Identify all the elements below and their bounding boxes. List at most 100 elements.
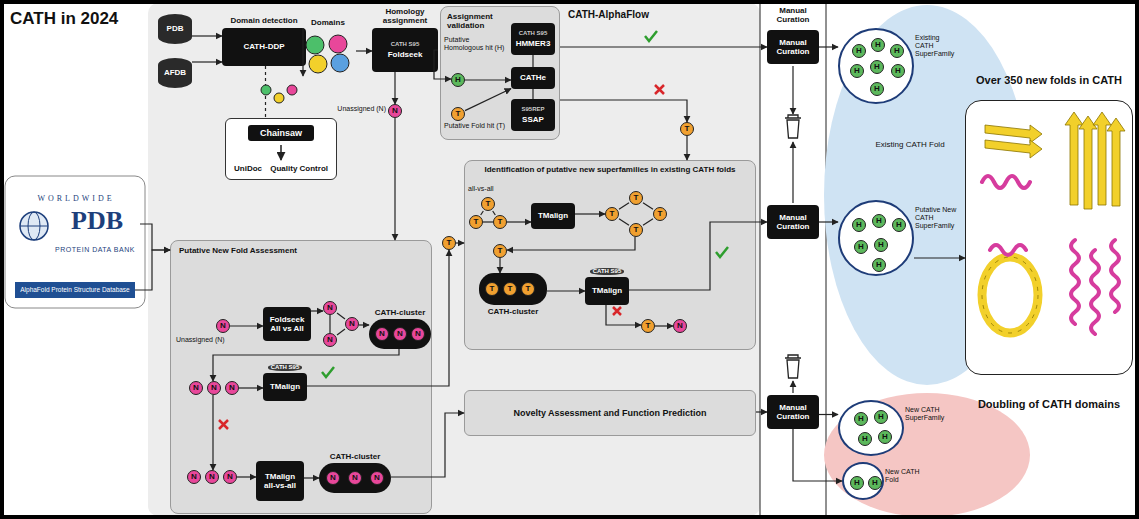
connector-arrow bbox=[391, 413, 464, 477]
fold-hit-circle: T bbox=[521, 282, 535, 296]
homolog-circle: H bbox=[892, 218, 906, 232]
homolog-circle: H bbox=[868, 476, 882, 490]
connector-arrow bbox=[456, 242, 464, 243]
database-cylinder: PDB bbox=[158, 14, 192, 44]
node-text: H bbox=[876, 216, 882, 225]
cross-mark bbox=[655, 85, 664, 94]
helix bbox=[990, 245, 1026, 255]
node-text: T bbox=[685, 124, 690, 133]
connector-arrow bbox=[359, 324, 369, 325]
connector-arrow bbox=[819, 414, 838, 415]
connector-arrow bbox=[643, 219, 653, 226]
node-text: New CATH Fold bbox=[885, 468, 929, 484]
connector-arrow bbox=[329, 315, 330, 333]
connector-arrow bbox=[619, 203, 629, 210]
homolog-circle: H bbox=[850, 476, 864, 490]
node-text: CATH S95 bbox=[268, 364, 302, 371]
node-text: N bbox=[191, 472, 197, 481]
fold-hit-circle: T bbox=[605, 207, 619, 221]
node-text: Doubling of CATH domains bbox=[958, 398, 1139, 411]
check-mark bbox=[645, 31, 657, 41]
trash-icon bbox=[785, 115, 801, 138]
unassigned-circle: N bbox=[205, 470, 219, 484]
cluster-pill: CATH-clusterNNN bbox=[319, 463, 391, 493]
process-box: Domain detectionCATH-DDP bbox=[222, 28, 306, 66]
node-text: H bbox=[875, 40, 881, 49]
barrel-edge bbox=[982, 257, 1038, 333]
domain-dot bbox=[261, 85, 271, 95]
cross-mark bbox=[219, 420, 228, 429]
node-text: Foldseek bbox=[388, 50, 423, 59]
fold-hit-circle: T bbox=[680, 122, 694, 136]
connector-arrow bbox=[793, 429, 842, 481]
fold-hit-circle: T bbox=[481, 197, 495, 211]
node-text: CATHe bbox=[520, 73, 546, 82]
homolog-circle: H bbox=[874, 410, 888, 424]
cluster-pill: CATH-clusterTTT bbox=[479, 273, 547, 305]
domain-dot bbox=[306, 36, 324, 54]
unassigned-circle: N bbox=[225, 381, 239, 395]
connector-arrow bbox=[655, 325, 673, 326]
connector-arrow bbox=[629, 222, 767, 290]
node-text: T bbox=[610, 209, 615, 218]
database-cylinder: AFDB bbox=[158, 58, 192, 88]
node-text: N bbox=[193, 383, 199, 392]
domain-dot bbox=[309, 55, 327, 73]
connector-arrow bbox=[239, 387, 263, 388]
domain-dot bbox=[287, 85, 297, 95]
logo-bar: AlphaFold Protein Structure Database bbox=[15, 282, 135, 298]
node-text: Existing CATH SuperFamily bbox=[915, 34, 959, 58]
unassigned-circle: N bbox=[411, 327, 425, 341]
fold-hit-circle: T bbox=[451, 107, 465, 121]
process-box: CATH S95HMMER3 bbox=[511, 23, 555, 55]
node-text: H bbox=[854, 478, 860, 487]
node-text: WORLDWIDE bbox=[12, 194, 140, 203]
fold-hit-circle: T bbox=[493, 215, 507, 229]
node-text: Assignment validation bbox=[447, 12, 509, 30]
connector-arrow bbox=[192, 61, 222, 62]
check-mark bbox=[716, 247, 728, 257]
node-text: UniDoc bbox=[234, 164, 262, 173]
unassigned-circle: N bbox=[323, 333, 337, 347]
workflow-ground bbox=[148, 3, 760, 516]
node-text: H bbox=[895, 66, 901, 75]
superfamily-circle: Existing CATH SuperFamilyHHHHHHH bbox=[838, 28, 914, 104]
node-text: T bbox=[646, 321, 651, 330]
new-fold-region bbox=[824, 393, 1030, 517]
node-text: Manual Curation bbox=[769, 403, 817, 421]
group-panel: Putative New Fold AssessmentNFoldseek Al… bbox=[170, 240, 432, 514]
label-text: Existing CATH Fold bbox=[868, 140, 952, 149]
diagram-title: CATH in 2024 bbox=[10, 9, 118, 29]
unassigned-circle: N bbox=[673, 319, 687, 333]
trash-bins bbox=[785, 66, 801, 393]
connector-arrow bbox=[213, 349, 399, 381]
node-text: PDB bbox=[167, 24, 184, 33]
node-text: Homology assignment bbox=[364, 7, 446, 25]
node-text: N bbox=[677, 321, 683, 330]
connector-arrow bbox=[619, 219, 629, 226]
node-text: T bbox=[474, 217, 479, 226]
node-text: H bbox=[858, 242, 864, 251]
node-text: TMalign bbox=[592, 286, 622, 295]
node-text: TMalign bbox=[265, 472, 295, 481]
node-text: N bbox=[392, 106, 398, 115]
pdb-logo: WORLDWIDEPDBPROTEIN DATA BANK bbox=[12, 190, 140, 258]
homolog-circle: H bbox=[854, 240, 868, 254]
node-text: Putative New CATH SuperFamily bbox=[915, 206, 959, 230]
label-text: CATH-AlphaFlow bbox=[568, 9, 658, 21]
connector-arrow bbox=[135, 250, 170, 290]
connector-arrow bbox=[560, 100, 687, 122]
node-text: N bbox=[374, 473, 380, 482]
check-mark bbox=[322, 367, 334, 377]
homolog-circle: H bbox=[858, 432, 872, 446]
node-text: HMMER3 bbox=[516, 39, 551, 48]
process-box: TMalignall-vs-all bbox=[256, 461, 304, 501]
check-marks bbox=[322, 31, 728, 377]
connector-arrow bbox=[307, 250, 449, 386]
cross-mark bbox=[613, 307, 621, 315]
unassigned-circle: N bbox=[375, 327, 389, 341]
chopped-domains bbox=[261, 85, 297, 160]
node-text: Quality Control bbox=[270, 164, 328, 173]
node-text: N bbox=[379, 329, 385, 338]
unassigned-circle: N bbox=[187, 470, 201, 484]
